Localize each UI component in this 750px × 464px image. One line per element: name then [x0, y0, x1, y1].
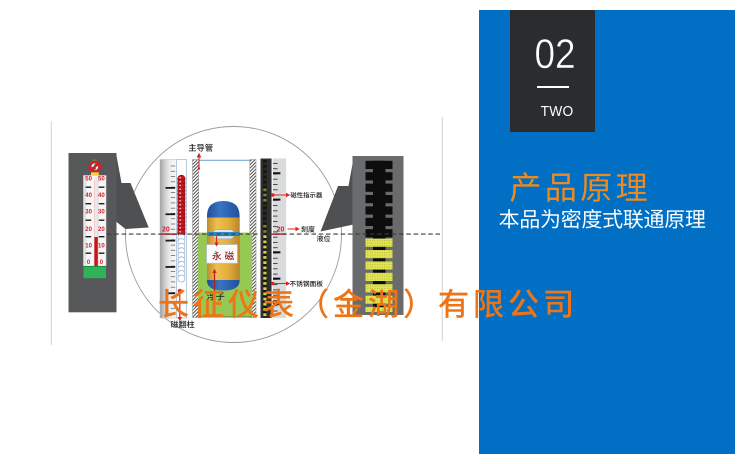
svg-text:20: 20	[277, 227, 285, 234]
svg-text:50: 50	[98, 177, 105, 183]
svg-text:0: 0	[100, 260, 104, 266]
svg-text:20: 20	[85, 227, 92, 233]
svg-text:10: 10	[85, 244, 92, 250]
svg-text:20: 20	[162, 227, 170, 234]
svg-text:30: 30	[98, 210, 105, 216]
svg-text:0: 0	[87, 260, 91, 266]
svg-text:40: 40	[85, 193, 92, 199]
svg-text:30: 30	[85, 210, 92, 216]
svg-text:40: 40	[98, 193, 105, 199]
svg-text:10: 10	[98, 244, 105, 250]
svg-text:50: 50	[85, 177, 92, 183]
svg-text:20: 20	[98, 227, 105, 233]
